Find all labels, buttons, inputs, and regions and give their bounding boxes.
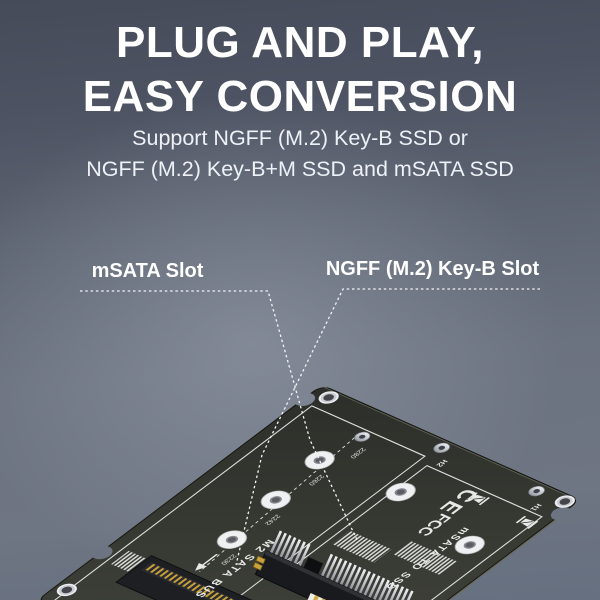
mount-label-h2: H2	[434, 459, 450, 468]
mount-label-h1: H1	[528, 503, 544, 512]
mount-hole	[318, 391, 339, 404]
standoff-ring	[216, 530, 248, 549]
sub-headline-line1: Support NGFF (M.2) Key-B SSD or	[132, 126, 468, 150]
sata-pins	[269, 530, 414, 600]
mount-hole	[56, 583, 77, 597]
msata-pad-strip	[331, 530, 392, 563]
ngff-slot-callout: NGFF (M.2) Key-B Slot	[325, 258, 540, 280]
silkscreen-arrow	[195, 553, 218, 571]
h1-standoff	[528, 486, 545, 497]
standoff-ring	[385, 482, 416, 502]
sata-connector	[254, 530, 414, 600]
pcb-edge-highlight	[324, 387, 577, 500]
mount-hole	[554, 495, 575, 508]
headline-line2: EASY CONVERSION	[82, 72, 518, 121]
weee-bin-icon	[467, 492, 491, 506]
headline-line1: PLUG AND PLAY,	[115, 18, 485, 67]
msata-callout-leader-line	[80, 290, 359, 543]
gold-pins	[145, 563, 233, 600]
m2-2280-standoff	[354, 431, 371, 442]
sub-headline: Support NGFF (M.2) Key-B SSD or NGFF (M.…	[0, 123, 600, 185]
sata-connector-bevel	[264, 550, 412, 600]
msata-slot-callout: mSATA Slot	[91, 260, 204, 282]
standoff-ring	[260, 490, 292, 510]
smd-component	[252, 555, 266, 571]
weee-bin-icon	[515, 515, 539, 529]
standoff-ring	[304, 450, 335, 470]
h2-standoff	[433, 442, 451, 453]
pcb-top-surface	[40, 387, 577, 600]
m2-socket	[115, 555, 255, 600]
headline: PLUG AND PLAY, EASY CONVERSION	[0, 16, 600, 124]
msata-pad-strip	[393, 541, 457, 575]
standoff-ring	[454, 535, 485, 555]
sub-headline-line2: NGFF (M.2) Key-B+M SSD and mSATA SSD	[86, 157, 514, 181]
